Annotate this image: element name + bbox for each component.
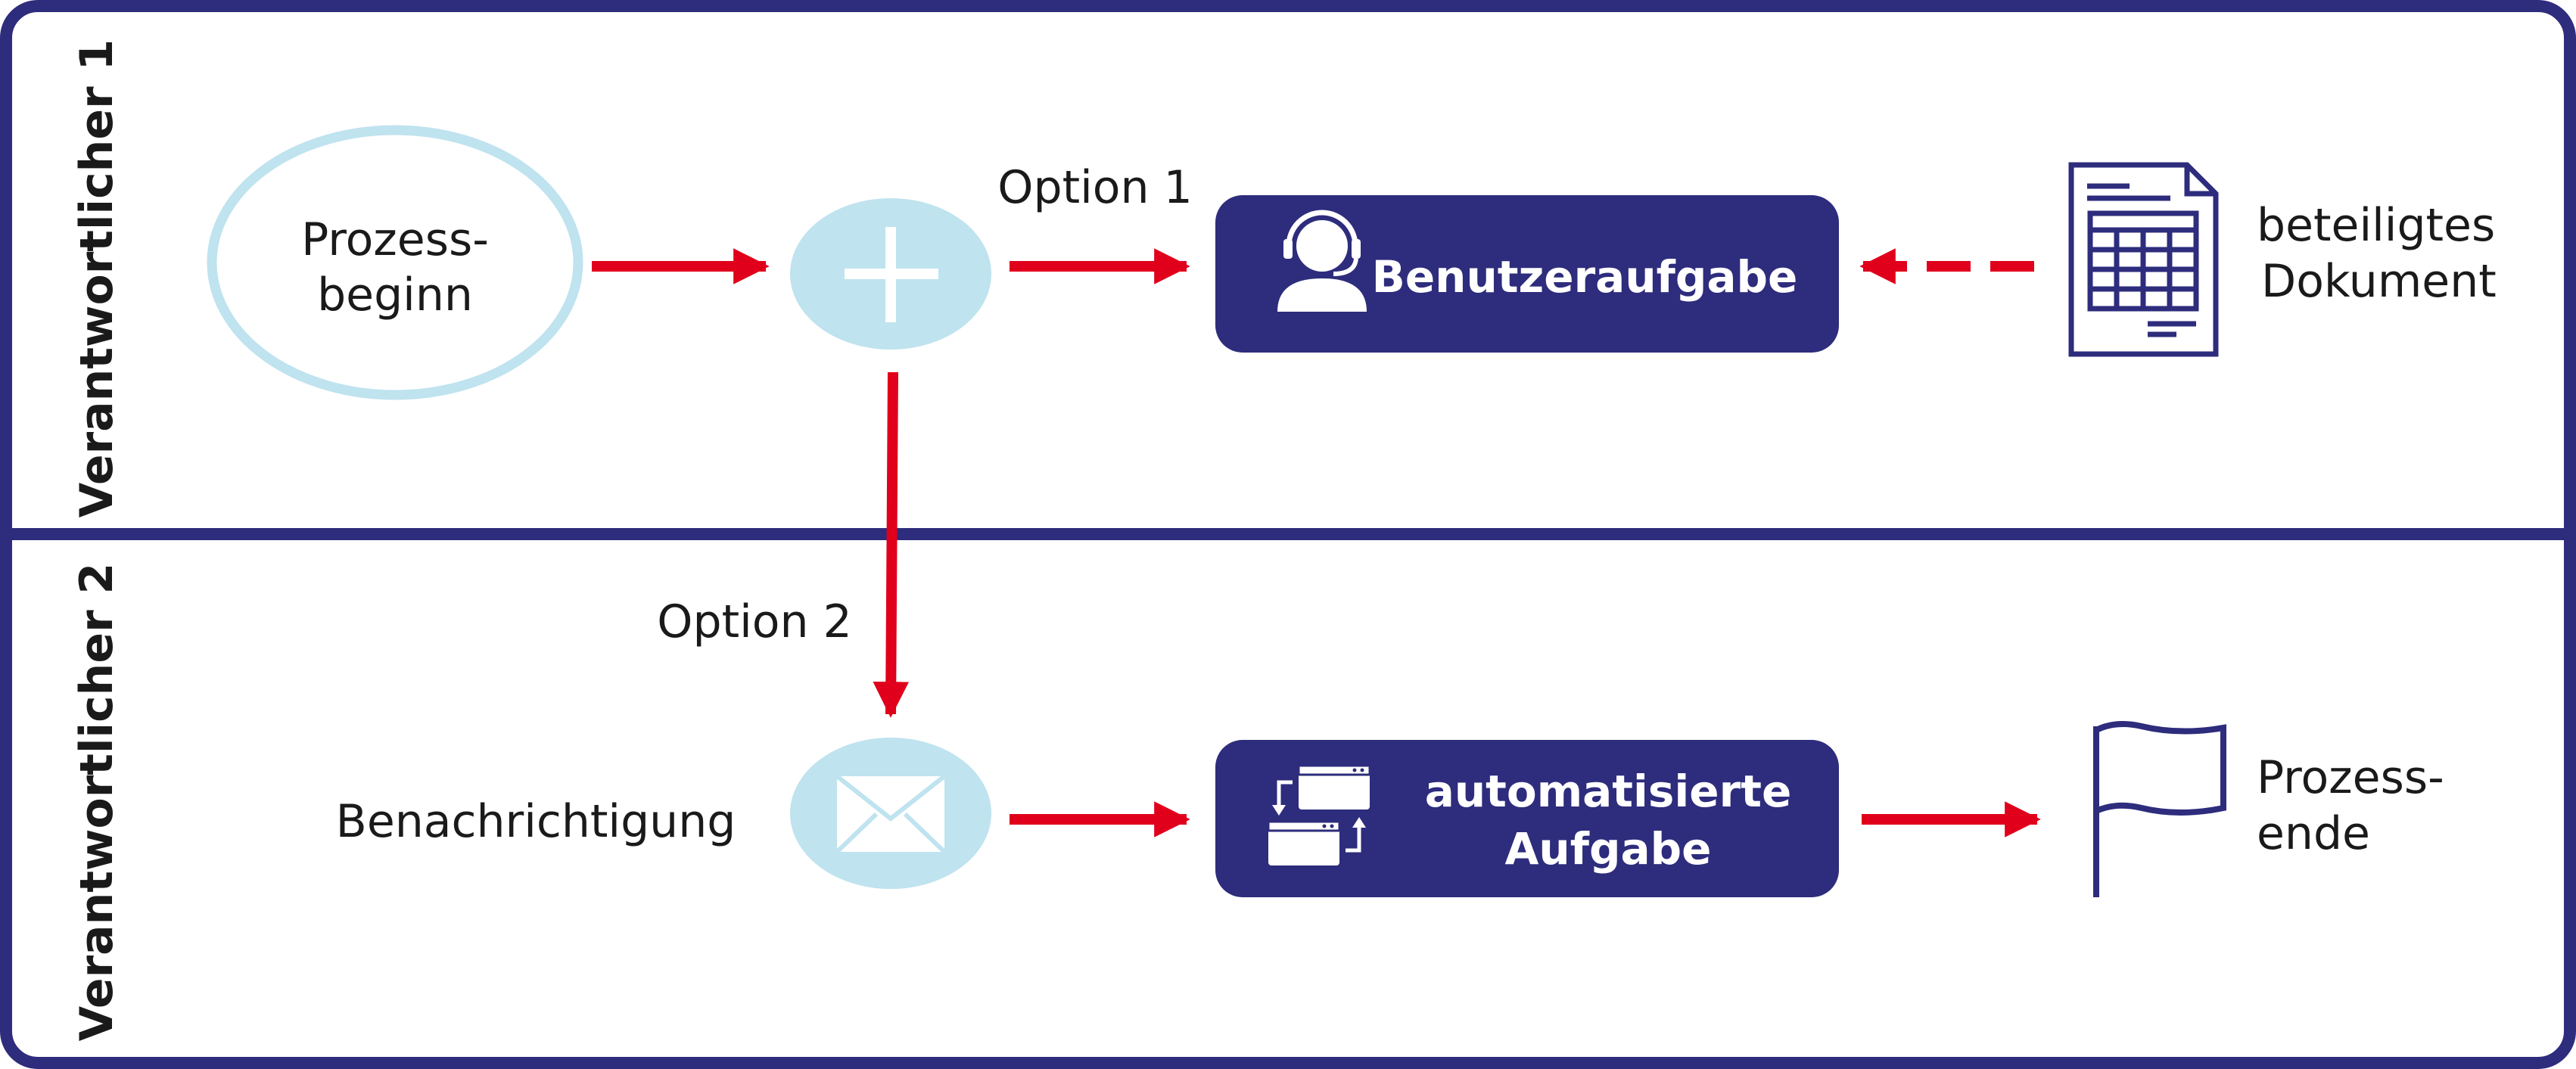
plus-icon (845, 227, 938, 322)
end-event-label-1: Prozess- (2257, 751, 2444, 804)
end-event-label-2: ende (2257, 807, 2370, 860)
notification-label: Benachrichtigung (336, 795, 736, 848)
document-label-2: Dokument (2261, 255, 2497, 308)
windows-sync-icon (1267, 764, 1371, 865)
start-event-label-2: beginn (317, 269, 473, 322)
flag-icon (2093, 720, 2226, 897)
lane-label-2: Verantwortlicher 2 (70, 563, 123, 1042)
automated-task-label-2: Aufgabe (1505, 823, 1712, 875)
user-task (1215, 195, 1839, 353)
document-label-1: beteiligtes (2257, 199, 2495, 252)
document-table-icon (2068, 162, 2219, 357)
automated-task-label-1: automatisierte (1425, 766, 1792, 817)
option-1-label: Option 1 (997, 161, 1193, 214)
start-event-label-1: Prozess- (301, 213, 489, 266)
start-event (207, 125, 583, 400)
option-2-label: Option 2 (657, 595, 852, 648)
headset-user-icon (1277, 210, 1367, 312)
automated-task (1215, 740, 1839, 897)
user-task-label: Benutzeraufgabe (1372, 251, 1798, 303)
lane-label-1: Verantwortlicher 1 (70, 39, 123, 518)
arrow-gateway-to-notification (873, 371, 910, 718)
envelope-icon (835, 774, 947, 854)
